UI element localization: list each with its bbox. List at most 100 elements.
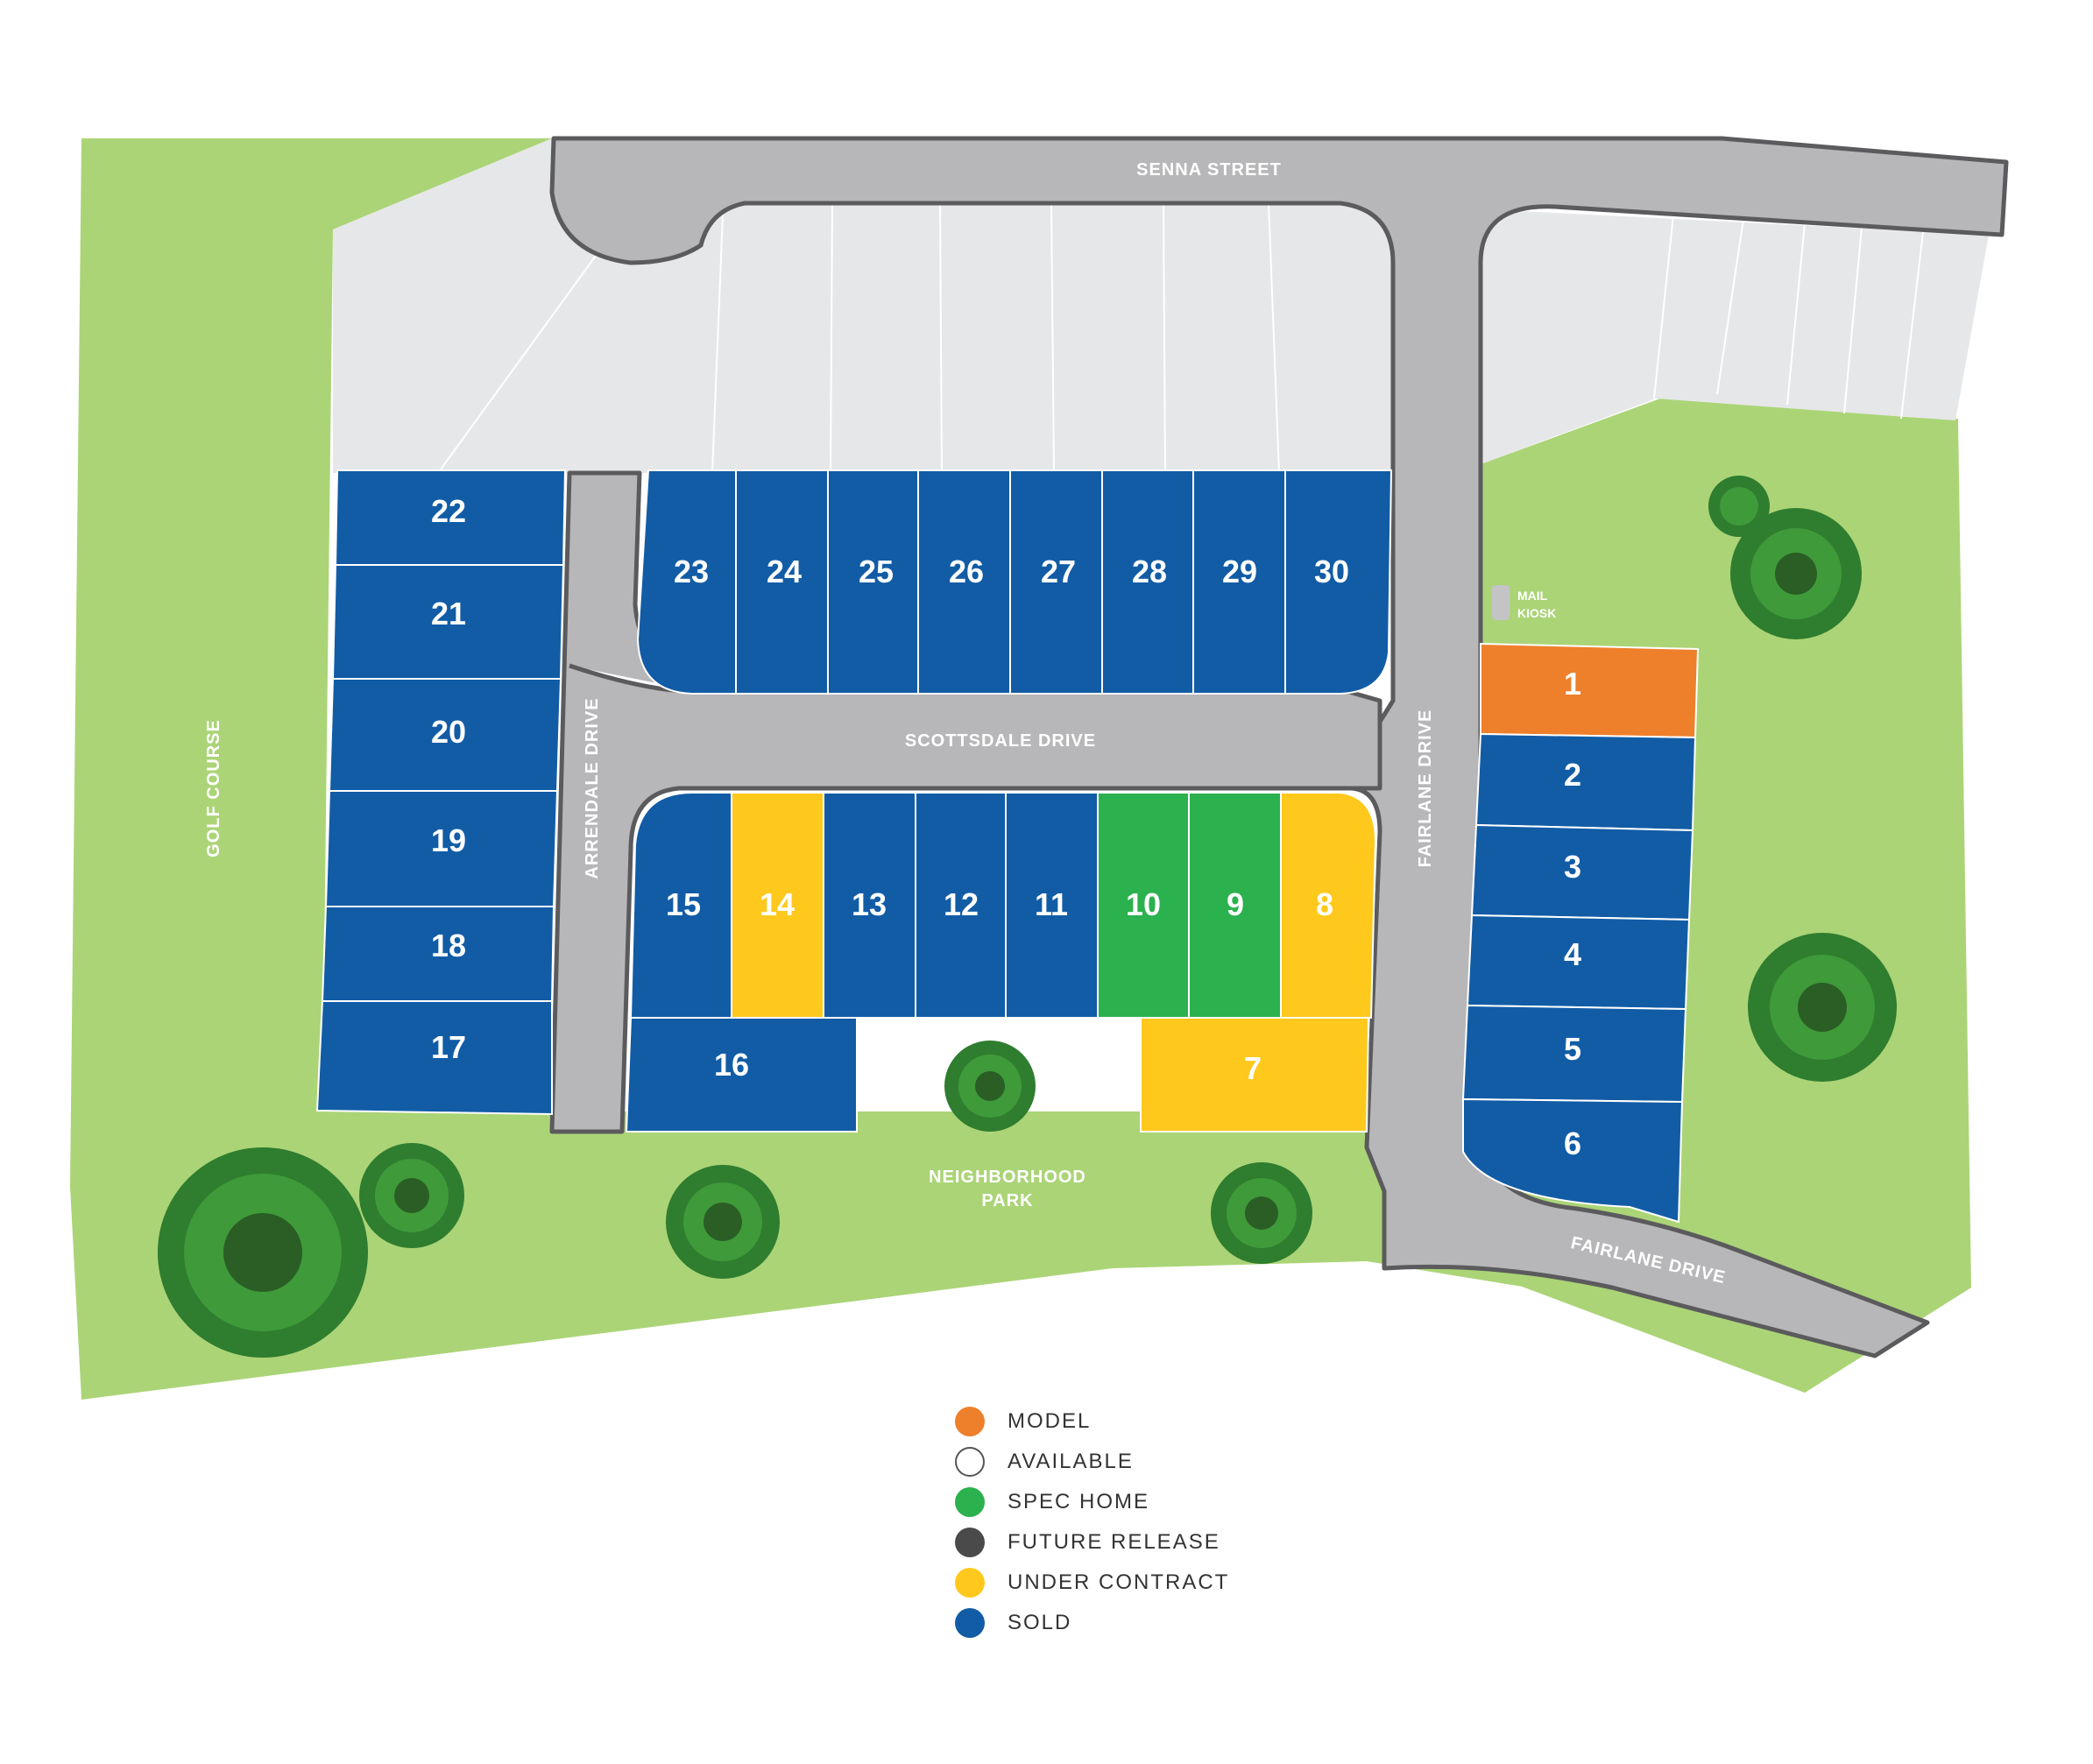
lot-12-number: 12 (944, 886, 979, 922)
lot-17-number: 17 (431, 1029, 466, 1065)
lot-15[interactable]: 15 (629, 792, 732, 1019)
lot-3[interactable]: 3 (1470, 823, 1694, 921)
lot-25[interactable]: 25 (827, 469, 919, 695)
mail-kiosk-label-2: KIOSK (1517, 606, 1556, 620)
lot-23-parcel[interactable] (636, 469, 737, 695)
lot-7-number: 7 (1244, 1050, 1262, 1086)
lot-24[interactable]: 24 (735, 469, 829, 695)
lot-27[interactable]: 27 (1009, 469, 1103, 695)
lot-15-parcel[interactable] (629, 792, 732, 1019)
tree-icon (1211, 1162, 1312, 1264)
lot-4[interactable]: 4 (1466, 914, 1691, 1011)
legend-swatch-model (955, 1407, 985, 1436)
lot-27-number: 27 (1041, 554, 1076, 589)
lot-26[interactable]: 26 (917, 469, 1011, 695)
lot-25-number: 25 (859, 554, 894, 589)
lot-24-number: 24 (767, 554, 802, 589)
lot-9[interactable]: 9 (1188, 792, 1282, 1019)
lot-6-number: 6 (1564, 1125, 1581, 1161)
lot-16-parcel[interactable] (625, 1017, 858, 1132)
lot-29-number: 29 (1222, 554, 1257, 589)
legend-label: AVAILABLE (1008, 1450, 1134, 1473)
lot-1-parcel[interactable] (1480, 642, 1700, 739)
lot-30-parcel[interactable] (1284, 469, 1393, 695)
lot-1[interactable]: 1 (1480, 642, 1700, 739)
legend-item-future-release: FUTURE RELEASE (955, 1522, 1229, 1563)
legend-swatch-spec-home (955, 1487, 985, 1517)
legend-item-sold: SOLD (955, 1603, 1229, 1643)
lot-2-number: 2 (1564, 757, 1581, 793)
lot-30[interactable]: 30 (1284, 469, 1393, 695)
mail-kiosk-label-1: MAIL (1517, 589, 1548, 603)
lot-28-number: 28 (1132, 554, 1167, 589)
lot-7[interactable]: 7 (1140, 1014, 1370, 1132)
lot-18[interactable]: 18 (321, 906, 555, 1002)
tree-icon (1748, 933, 1897, 1082)
lot-21-number: 21 (431, 596, 466, 632)
lot-16[interactable]: 16 (625, 1017, 858, 1132)
lot-22[interactable]: 22 (334, 469, 567, 566)
parcel-lines (437, 202, 1924, 474)
tree-icon (359, 1143, 464, 1248)
lot-2[interactable]: 2 (1474, 732, 1697, 832)
legend-item-spec-home: SPEC HOME (955, 1482, 1229, 1522)
area-label-park-line1: NEIGHBORHOOD (929, 1168, 1086, 1187)
legend-item-available: AVAILABLE (955, 1442, 1229, 1482)
lot-17[interactable]: 17 (315, 1000, 553, 1116)
lot-23[interactable]: 23 (636, 469, 737, 695)
mail-kiosk-icon (1492, 585, 1510, 620)
lot-4-number: 4 (1564, 936, 1581, 972)
legend-label: UNDER CONTRACT (1008, 1570, 1230, 1594)
legend-item-model: MODEL (955, 1401, 1229, 1442)
lot-28[interactable]: 28 (1101, 469, 1194, 695)
undeveloped-parcels-northeast (1481, 210, 1989, 464)
lot-3-parcel[interactable] (1470, 823, 1694, 921)
lot-8-parcel[interactable] (1280, 792, 1377, 1019)
lot-11[interactable]: 11 (1005, 792, 1099, 1019)
lot-29[interactable]: 29 (1192, 469, 1286, 695)
tree-icon (1708, 476, 1770, 537)
legend-swatch-sold (955, 1608, 985, 1638)
lot-22-parcel[interactable] (334, 469, 567, 566)
lot-6[interactable]: 6 (1462, 1097, 1684, 1224)
lot-11-number: 11 (1035, 886, 1068, 922)
tree-icon (944, 1041, 1036, 1132)
lot-14-number: 14 (760, 886, 795, 922)
lot-12[interactable]: 12 (915, 792, 1007, 1019)
lot-5[interactable]: 5 (1461, 1004, 1687, 1104)
tree-icon (1730, 508, 1862, 639)
tree-icon (158, 1147, 368, 1358)
lot-10[interactable]: 10 (1097, 792, 1190, 1019)
lot-6-parcel[interactable] (1462, 1097, 1684, 1224)
lot-13[interactable]: 13 (823, 792, 916, 1019)
lot-9-number: 9 (1227, 886, 1244, 922)
lot-19[interactable]: 19 (324, 790, 559, 907)
lot-8-number: 8 (1316, 886, 1333, 922)
area-label-park-line2: PARK (981, 1191, 1033, 1210)
lot-20-number: 20 (431, 714, 466, 750)
lot-16-number: 16 (714, 1047, 749, 1083)
road-label-scottsdale-drive: SCOTTSDALE DRIVE (905, 731, 1096, 751)
trees (158, 476, 1897, 1358)
lot-26-number: 26 (949, 554, 984, 589)
lot-20[interactable]: 20 (328, 678, 562, 792)
lot-14[interactable]: 14 (731, 792, 824, 1019)
lot-2-parcel[interactable] (1474, 732, 1697, 832)
road-label-senna-street: SENNA STREET (1136, 160, 1282, 180)
lot-18-number: 18 (431, 928, 466, 963)
lot-21[interactable]: 21 (331, 564, 565, 680)
legend-label: SOLD (1008, 1611, 1072, 1634)
lot-8[interactable]: 8 (1280, 792, 1377, 1019)
lot-15-number: 15 (666, 886, 701, 922)
lot-10-number: 10 (1126, 886, 1161, 922)
lot-30-number: 30 (1314, 554, 1349, 589)
road-label-fairlane-drive-vertical: FAIRLANE DRIVE (1416, 709, 1435, 868)
lot-22-number: 22 (431, 493, 466, 529)
legend-label: SPEC HOME (1008, 1490, 1150, 1514)
lot-1-number: 1 (1564, 666, 1581, 702)
legend-item-under-contract: UNDER CONTRACT (955, 1563, 1229, 1603)
area-label-golf-course: GOLF COURSE (204, 719, 223, 857)
lot-5-number: 5 (1564, 1031, 1581, 1067)
lot-23-number: 23 (674, 554, 709, 589)
